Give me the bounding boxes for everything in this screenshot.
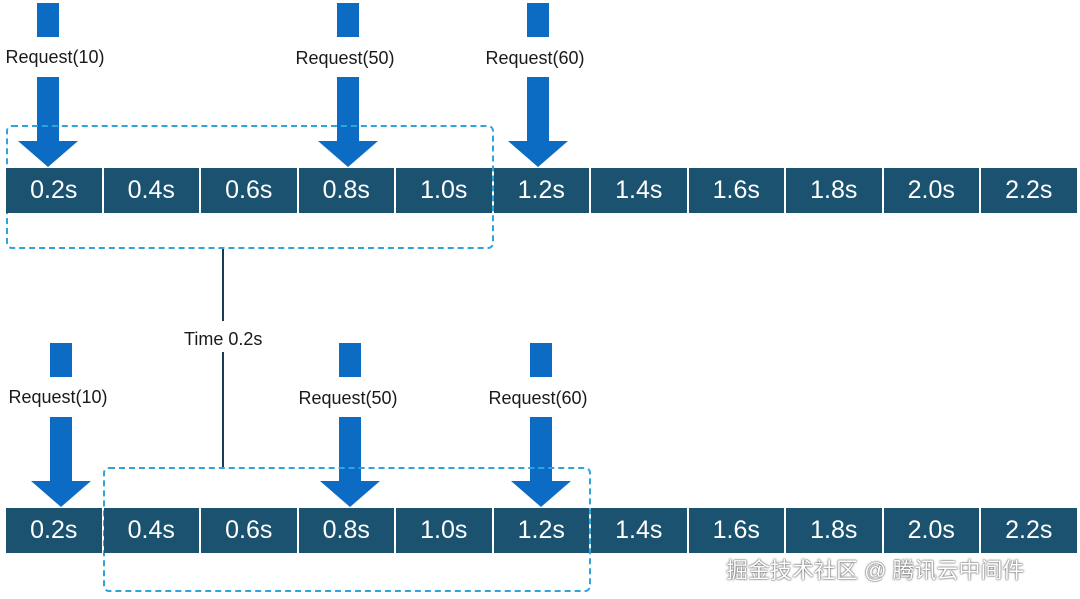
top-cell-2-2s: 2.2s xyxy=(981,168,1077,213)
bottom-arrow-request-10 xyxy=(31,343,91,507)
time-step-label: Time 0.2s xyxy=(184,329,263,349)
top-request-label-50: Request(50) xyxy=(295,48,395,68)
watermark: 掘金技术社区 @ 腾讯云中间件 xyxy=(726,558,1025,583)
bottom-arrow-request-50 xyxy=(320,343,380,507)
bottom-cell-0-4s: 0.4s xyxy=(103,508,199,553)
bottom-arrow-request-60 xyxy=(511,343,571,507)
top-cell-2-0s: 2.0s xyxy=(883,168,979,213)
window-shift-connector-lower xyxy=(222,352,224,467)
top-cell-0-8s: 0.8s xyxy=(298,168,394,213)
bottom-cell-1-6s: 1.6s xyxy=(688,508,784,553)
bottom-cell-0-8s: 0.8s xyxy=(298,508,394,553)
bottom-cell-0-2s: 0.2s xyxy=(6,508,102,553)
bottom-cell-1-0s: 1.0s xyxy=(396,508,492,553)
top-cell-1-8s: 1.8s xyxy=(786,168,882,213)
top-cell-1-6s: 1.6s xyxy=(688,168,784,213)
top-cell-1-2s: 1.2s xyxy=(493,168,589,213)
top-arrow-request-60 xyxy=(508,3,568,167)
window-shift-connector-upper xyxy=(222,249,224,321)
bottom-cell-0-6s: 0.6s xyxy=(201,508,297,553)
bottom-cell-1-4s: 1.4s xyxy=(591,508,687,553)
top-cell-1-4s: 1.4s xyxy=(591,168,687,213)
top-cell-0-6s: 0.6s xyxy=(201,168,297,213)
top-cell-0-4s: 0.4s xyxy=(103,168,199,213)
top-timeline: 0.2s 0.4s 0.6s 0.8s 1.0s 1.2s 1.4s 1.6s … xyxy=(6,168,1077,213)
bottom-cell-1-2s: 1.2s xyxy=(493,508,589,553)
top-request-label-60: Request(60) xyxy=(485,48,585,68)
bottom-timeline: 0.2s 0.4s 0.6s 0.8s 1.0s 1.2s 1.4s 1.6s … xyxy=(6,508,1077,553)
top-request-label-10: Request(10) xyxy=(5,47,105,67)
bottom-request-label-10: Request(10) xyxy=(8,387,108,407)
top-cell-1-0s: 1.0s xyxy=(396,168,492,213)
bottom-request-label-60: Request(60) xyxy=(488,388,588,408)
bottom-cell-2-0s: 2.0s xyxy=(883,508,979,553)
bottom-cell-1-8s: 1.8s xyxy=(786,508,882,553)
top-cell-0-2s: 0.2s xyxy=(6,168,102,213)
bottom-request-label-50: Request(50) xyxy=(298,388,398,408)
bottom-cell-2-2s: 2.2s xyxy=(981,508,1077,553)
